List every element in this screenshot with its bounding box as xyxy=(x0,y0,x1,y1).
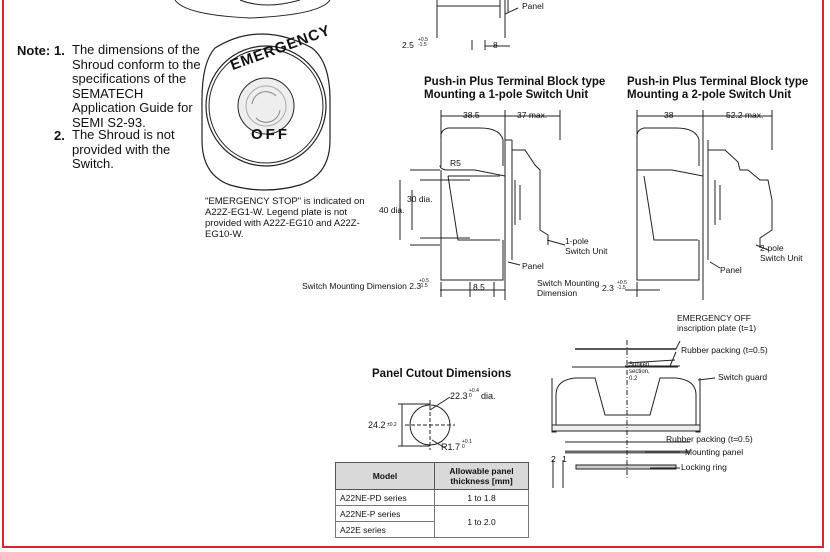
cutout-dia-tol: +0.4 0 xyxy=(469,388,479,399)
assembly-dim-1: 1 xyxy=(562,454,567,464)
one-pole-dia40: 40 dia. xyxy=(379,205,405,215)
table-cell-thickness: 1 to 1.8 xyxy=(434,489,529,506)
note-1-text: The dimensions of the Shroud conform to … xyxy=(72,42,201,130)
one-pole-drawing xyxy=(399,110,566,300)
two-pole-title-1: Push-in Plus Terminal Block type xyxy=(627,76,809,88)
assembly-dim-2: 2 xyxy=(551,454,556,464)
assembly-label-plate-2: inscription plate (t=1) xyxy=(677,323,757,333)
plate-bottom-text: OFF xyxy=(251,126,290,143)
table-row: A22NE-PD series 1 to 1.8 xyxy=(335,489,529,506)
cutout-dia-suffix: dia. xyxy=(481,391,496,401)
two-pole-d-right: 52.2 max. xyxy=(726,110,764,120)
emergency-plate-drawing xyxy=(201,33,331,191)
one-pole-d85: 8.5 xyxy=(473,282,485,292)
two-pole-unit-1: 2-pole xyxy=(760,243,784,253)
assembly-label-sunken-2: section, xyxy=(629,369,650,375)
one-pole-tol: +0.5 -1.5 xyxy=(419,278,429,289)
top-dim-a-tol: +0.5 -1.5 xyxy=(418,37,428,48)
assembly-label-mounting-panel: Mounting panel xyxy=(685,447,744,457)
one-pole-d-left: 38.5 xyxy=(463,110,480,120)
shroud-top-partial xyxy=(174,0,331,19)
cutout-dia: 22.3 xyxy=(450,391,468,401)
note-2-number: 2. xyxy=(54,128,65,143)
one-pole-panel: Panel xyxy=(522,261,544,271)
assembly-label-plate-1: EMERGENCY OFF xyxy=(677,313,751,323)
cutout-h-tol: ±0.2 xyxy=(387,422,397,428)
assembly-label-guard: Switch guard xyxy=(718,372,768,382)
two-pole-tol: +0.5 -1.5 xyxy=(617,280,627,291)
top-panel-label: Panel xyxy=(522,1,544,11)
cutout-h: 24.2 xyxy=(368,420,386,430)
assembly-label-sunken-1: Sunken xyxy=(629,362,650,368)
assembly-label-packing-top: Rubber packing (t=0.5) xyxy=(681,345,768,355)
two-pole-unit-2: Switch Unit xyxy=(760,253,803,263)
cutout-drawing xyxy=(398,396,455,450)
one-pole-r5: R5 xyxy=(450,158,461,168)
assembly-label-locking-ring: Locking ring xyxy=(681,462,727,472)
plate-caption: "EMERGENCY STOP" is indicated on A22Z-EG… xyxy=(205,196,365,240)
table-cell-model: A22NE-PD series xyxy=(335,489,435,506)
cutout-title: Panel Cutout Dimensions xyxy=(372,368,512,380)
two-pole-drawing xyxy=(625,110,773,300)
panel-thickness-table: Model Allowable panel thickness [mm] A22… xyxy=(335,462,529,538)
one-pole-dia30: 30 dia. xyxy=(407,194,433,204)
note-label: Note: xyxy=(17,43,51,58)
assembly-drawing xyxy=(551,340,716,488)
one-pole-title-2: Mounting a 1-pole Switch Unit xyxy=(424,89,589,101)
top-dim-b: 8 xyxy=(493,40,498,50)
table-row: A22NE-P series 1 to 2.0 xyxy=(335,505,529,538)
note-1-number: 1. xyxy=(54,43,65,58)
assembly-label-sunken-3: 0.2 xyxy=(629,376,638,382)
one-pole-title-1: Push-in Plus Terminal Block type xyxy=(424,76,606,88)
two-pole-smd-1: Switch Mounting xyxy=(537,278,600,288)
assembly-label-packing-bottom: Rubber packing (t=0.5) xyxy=(666,434,753,444)
table-row: A22E series xyxy=(335,521,529,538)
table-cell-model: A22E series xyxy=(335,521,435,538)
two-pole-smd-val: 2.3 xyxy=(602,283,614,293)
two-pole-d-left: 38 xyxy=(664,110,674,120)
one-pole-unit-1: 1-pole xyxy=(565,236,589,246)
one-pole-d-right: 37 max. xyxy=(517,110,548,120)
two-pole-smd-2: Dimension xyxy=(537,288,578,298)
table-header-thickness: Allowable panel thickness [mm] xyxy=(434,462,529,490)
cutout-r-tol: +0.1 0 xyxy=(462,439,472,450)
cutout-r: R1.7 xyxy=(441,442,461,452)
table-cell-thickness: 1 to 2.0 xyxy=(434,505,529,538)
table-cell-model: A22NE-P series xyxy=(335,505,435,522)
table-header-model: Model xyxy=(335,462,435,490)
two-pole-panel: Panel xyxy=(720,265,742,275)
one-pole-smd: Switch Mounting Dimension 2.3 xyxy=(302,281,422,291)
top-dim-a: 2.5 xyxy=(402,40,414,50)
note-2-text: The Shroud is not provided with the Swit… xyxy=(72,127,175,171)
two-pole-title-2: Mounting a 2-pole Switch Unit xyxy=(627,89,792,101)
one-pole-unit-2: Switch Unit xyxy=(565,246,608,256)
